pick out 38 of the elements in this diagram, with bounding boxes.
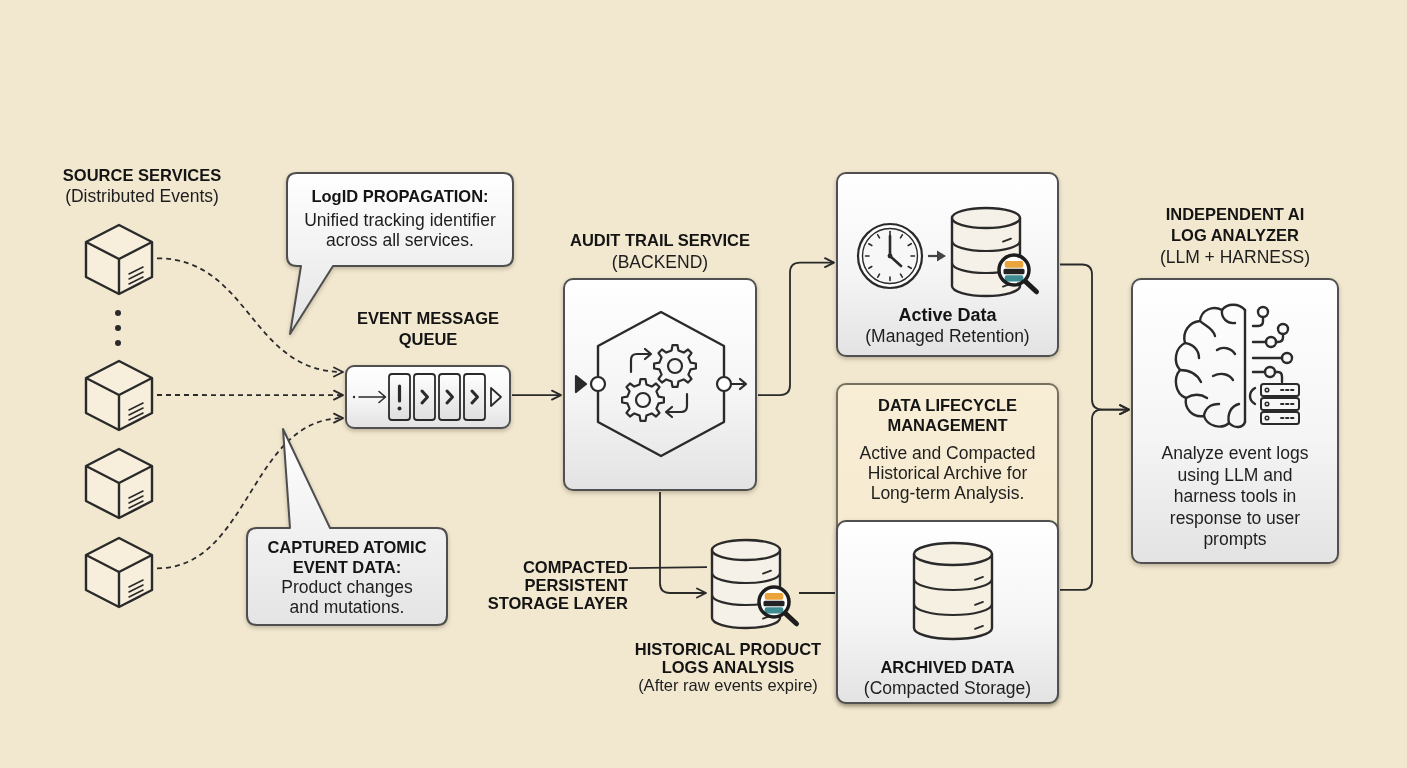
connector-line bbox=[798, 592, 836, 594]
description-text: Active and Compacted Historical Archive for Long-term Analysis. bbox=[858, 443, 1037, 503]
lifecycle-panel bbox=[836, 383, 1059, 704]
archive-panel bbox=[836, 520, 1059, 704]
section-title: AUDIT TRAIL SERVICE bbox=[570, 230, 750, 251]
callout-text: Unified tracking identifier across all services. bbox=[303, 210, 497, 250]
description-text: Analyze event logs using LLM and harness tools in response to user prompts bbox=[1160, 443, 1310, 551]
leader-line bbox=[628, 566, 708, 569]
callout-title: CAPTURED ATOMIC EVENT DATA: bbox=[266, 537, 428, 577]
cube-icon bbox=[82, 222, 156, 296]
panel-title: ARCHIVED DATA bbox=[880, 657, 1015, 678]
arrow bbox=[1059, 404, 1130, 591]
section-title: EVENT MESSAGE QUEUE bbox=[355, 308, 501, 350]
section-title: INDEPENDENT AI LOG ANALYZER bbox=[1164, 204, 1306, 246]
panel-subtitle: (Compacted Storage) bbox=[863, 678, 1032, 699]
arrow bbox=[757, 257, 835, 396]
cube-icon bbox=[82, 535, 156, 609]
section-title: SOURCE SERVICES bbox=[62, 165, 222, 185]
callout-title: LogID PROPAGATION: bbox=[311, 186, 489, 206]
cube-icon bbox=[82, 358, 156, 432]
section-title: DATA LIFECYCLE MANAGEMENT bbox=[877, 395, 1018, 435]
panel-title: Active Data bbox=[898, 305, 997, 326]
section-subtitle: (LLM + HARNESS) bbox=[1159, 246, 1311, 268]
database-search-icon bbox=[708, 538, 798, 632]
section-subtitle: (BACKEND) bbox=[611, 251, 709, 273]
storage-panel bbox=[836, 172, 1059, 357]
dashed-arrow bbox=[156, 389, 344, 401]
caption-title: HISTORICAL PRODUCT LOGS ANALYSIS bbox=[633, 640, 823, 676]
panel-subtitle: (Managed Retention) bbox=[865, 326, 1030, 347]
section-subtitle: (Distributed Events) bbox=[65, 186, 219, 206]
annotation-label: COMPACTED PERSISTENT STORAGE LAYER bbox=[470, 558, 628, 612]
arrow bbox=[659, 491, 707, 599]
dashed-arrow bbox=[156, 413, 344, 570]
callout-text: Product changes and mutations. bbox=[280, 577, 414, 617]
dashed-arrow bbox=[156, 257, 344, 377]
cube-icon bbox=[82, 446, 156, 520]
caption-text: (After raw events expire) bbox=[638, 676, 818, 694]
arrow bbox=[511, 389, 562, 401]
